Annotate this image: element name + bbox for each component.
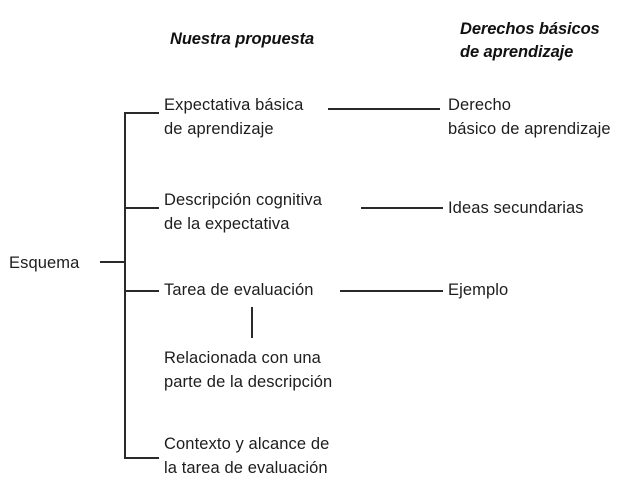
column-header-nuestra-propuesta: Nuestra propuesta [170,30,315,48]
node-ideas-secundarias: Ideas secundarias [448,199,584,217]
node-ejemplo: Ejemplo [448,281,509,299]
sub-node-drop-line [251,307,253,338]
branch-stub-2 [124,207,159,209]
node-contexto-y-alcance: Contexto y alcance de la tarea de evalua… [164,435,330,477]
node-tarea-de-evaluacion: Tarea de evaluación [164,281,314,299]
node-relacionada-con-una-parte: Relacionada con una parte de la descripc… [164,349,333,391]
trunk-line [124,112,126,459]
node-derecho-basico: Derecho básico de aprendizaje [448,96,611,138]
connector-line-1 [328,108,440,110]
root-connector-line [100,261,126,263]
connector-line-2 [361,207,443,209]
branch-stub-4 [124,457,159,459]
column-header-derechos-basicos: Derechos básicos de aprendizaje [460,20,600,61]
node-descripcion-cognitiva: Descripción cognitiva de la expectativa [164,191,323,233]
connector-line-3 [340,290,443,292]
root-node-esquema: Esquema [9,254,80,272]
node-expectativa-basica: Expectativa básica de aprendizaje [164,96,304,138]
branch-stub-3 [124,290,159,292]
branch-stub-1 [124,112,159,114]
